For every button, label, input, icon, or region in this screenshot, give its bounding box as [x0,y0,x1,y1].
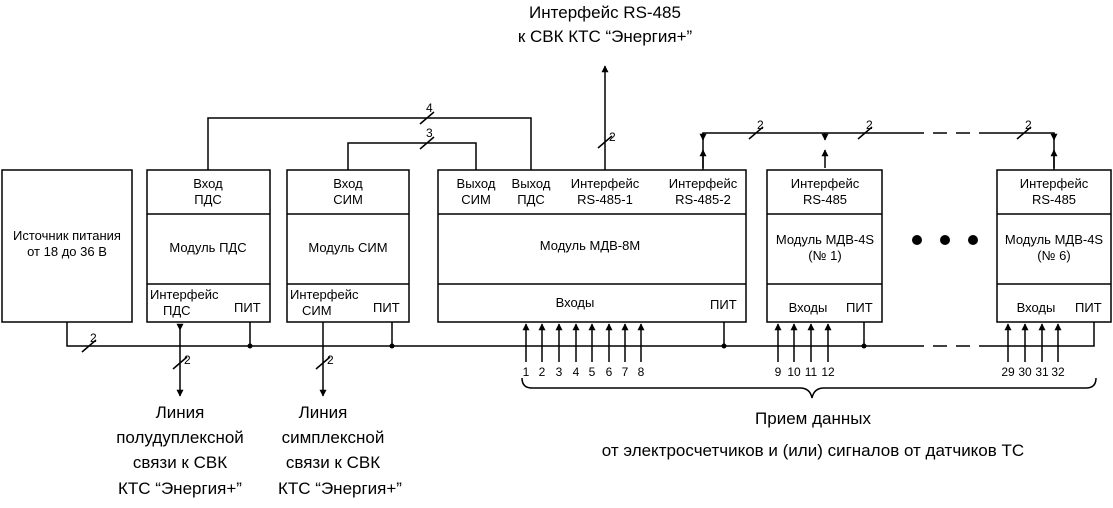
mdv4s-1-if-label-2: RS-485 [803,192,847,207]
input-number: 5 [589,365,596,379]
sim-line-caption-1: Линия [299,403,348,422]
pds-pit-label: ПИТ [234,300,261,315]
mdv4s-1-name-1: Модуль МДВ-4S [776,232,875,247]
input-number: 30 [1018,365,1032,379]
input-number: 7 [622,365,629,379]
wire-count-sim-line: 2 [327,353,334,367]
pds-line-caption-3: связи к СВК [133,453,227,472]
mdv8m-rs1-label-1: Интерфейс [571,176,640,191]
power-label-1: Источник питания [13,228,121,243]
wire-count-bus-b: 2 [866,118,873,132]
wire-count-pds-line: 2 [184,353,191,367]
input-number: 3 [556,365,563,379]
input-number: 2 [539,365,546,379]
pds-module-box: Вход ПДС Модуль ПДС Интерфейс ПДС ПИТ [146,169,271,323]
pds-4-wire-connection: 4 [207,101,532,170]
input-number: 4 [573,365,580,379]
mdv4s-1-if-label-1: Интерфейс [791,176,860,191]
input-number: 9 [775,365,782,379]
power-label-2: от 18 до 36 В [27,244,107,259]
mdv4s-6-inputs-label: Входы [1017,300,1056,315]
sim-line-caption-4: КТС “Энергия+” [278,479,402,498]
mdv4s-6-if-label-2: RS-485 [1032,192,1076,207]
sim-module-box: Вход СИМ Модуль СИМ Интерфейс СИМ ПИТ [286,169,410,323]
pds-line-caption-4: КТС “Энергия+” [118,479,242,498]
pds-line-caption-1: Линия [156,403,205,422]
mdv8m-out-pds-1: Выход [512,176,551,191]
sim-input-label-2: СИМ [333,192,363,207]
sim-line-caption-3: связи к СВК [286,453,380,472]
rs485-bus: 2 2 2 [699,118,1058,170]
pds-line-connection: 2 [172,323,191,397]
wire-count-bus-a: 2 [757,118,764,132]
wire-count-power: 2 [90,331,97,345]
mdv8m-out-sim-2: СИМ [461,192,491,207]
ellipsis-dot [940,235,950,245]
input-number: 8 [638,365,645,379]
mdv8m-inputs-label: Входы [556,295,595,310]
mdv4s-1-module-box: Интерфейс RS-485 Модуль МДВ-4S (№ 1) Вхо… [766,169,883,323]
reception-caption-2: от электросчетчиков и (или) сигналов от … [602,441,1024,460]
mdv4s-6-module-box: Интерфейс RS-485 Модуль МДВ-4S (№ 6) Вхо… [996,169,1112,323]
pds-interface-label-1: Интерфейс [150,287,219,302]
input-number: 11 [805,365,818,379]
input-number: 10 [787,365,801,379]
wire-count-3: 3 [426,126,433,140]
sim-interface-label-2: СИМ [302,303,332,318]
power-source-box: Источник питания от 18 до 36 В [1,169,133,323]
input-number: 32 [1051,365,1065,379]
rs485-uplink: 2 [597,65,616,170]
inputs-brace [521,377,1097,399]
mdv8m-rs2-label-1: Интерфейс [669,176,738,191]
mdv4s-6-name-1: Модуль МДВ-4S [1005,232,1104,247]
sim-line-caption-2: симплексной [282,428,385,447]
mdv4s-1-name-2: (№ 1) [808,248,841,263]
mdv8m-module-box: Выход СИМ Выход ПДС Интерфейс RS-485-1 И… [437,169,747,323]
title-line2: к СВК КТС “Энергия+” [518,27,693,46]
sim-interface-label-1: Интерфейс [290,287,359,302]
wire-count-bus-c: 2 [1025,118,1032,132]
pds-line-caption-2: полудуплексной [116,428,244,447]
input-number: 12 [821,365,835,379]
input-number: 29 [1001,365,1015,379]
wire-count-rs-up: 2 [609,130,616,144]
input-number: 1 [523,365,530,379]
mdv8m-rs1-label-2: RS-485-1 [577,192,633,207]
mdv8m-out-pds-2: ПДС [517,192,545,207]
mdv4s-6-if-label-1: Интерфейс [1020,176,1089,191]
input-number: 31 [1035,365,1049,379]
ellipsis-dot [968,235,978,245]
mdv4s-6-name-2: (№ 6) [1037,248,1070,263]
ellipsis-dot [912,235,922,245]
mdv8m-pit-label: ПИТ [710,297,737,312]
pds-module-name: Модуль ПДС [169,240,246,255]
title-line1: Интерфейс RS-485 [529,3,681,22]
mdv8m-out-sim-1: Выход [457,176,496,191]
pds-interface-label-2: ПДС [163,303,191,318]
mdv8m-rs2-label-2: RS-485-2 [675,192,731,207]
sim-line-connection: 2 [315,322,334,397]
power-bus: 2 [66,322,1095,353]
mdv8m-module-name: Модуль МДВ-8М [540,238,640,253]
sim-pit-label: ПИТ [373,300,400,315]
pds-input-label-2: ПДС [194,192,222,207]
mdv4s-6-pit-label: ПИТ [1075,300,1102,315]
pds-input-label-1: Вход [193,176,223,191]
sim-module-name: Модуль СИМ [308,240,387,255]
sim-3-wire-connection: 3 [347,126,477,170]
mdv4s-1-pit-label: ПИТ [846,300,873,315]
wire-count-4: 4 [426,101,433,115]
sim-input-label-1: Вход [333,176,363,191]
mdv4s-1-inputs-label: Входы [789,300,828,315]
reception-caption-1: Прием данных [755,409,871,428]
input-number: 6 [606,365,613,379]
